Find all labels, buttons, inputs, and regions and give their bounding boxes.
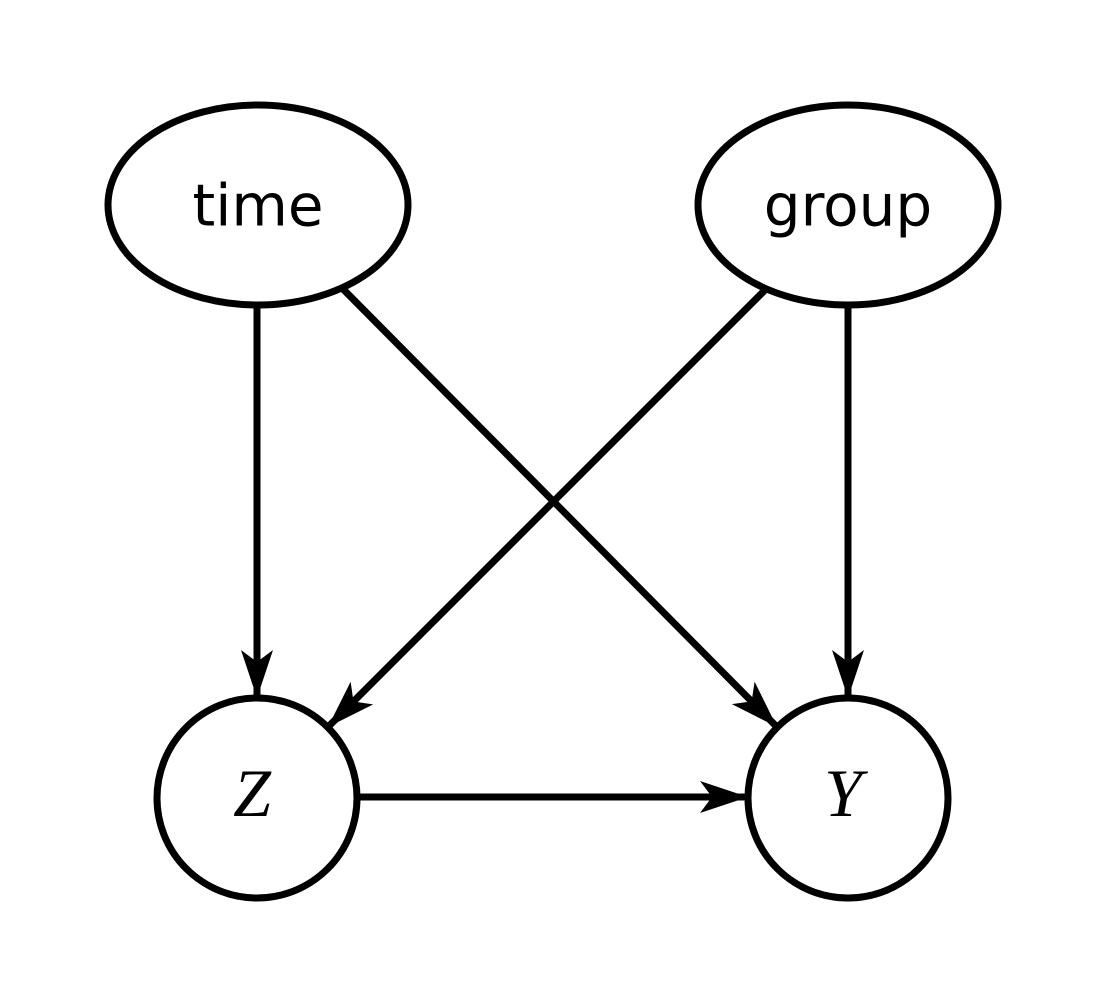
node-y-shape [744,694,952,902]
edge-time-to-y [340,286,780,730]
node-y-label: Y [824,755,868,831]
node-group: group [694,101,1002,309]
node-y: Y [744,694,952,902]
node-time-shape [104,101,412,309]
node-time: time [104,101,412,309]
node-time-label: time [192,171,323,239]
node-z-label: Z [233,755,272,831]
node-group-shape [694,101,1002,309]
node-z-shape [153,694,361,902]
node-group-label: group [764,171,932,239]
node-z: Z [153,694,361,902]
edge-group-to-z [325,286,769,730]
